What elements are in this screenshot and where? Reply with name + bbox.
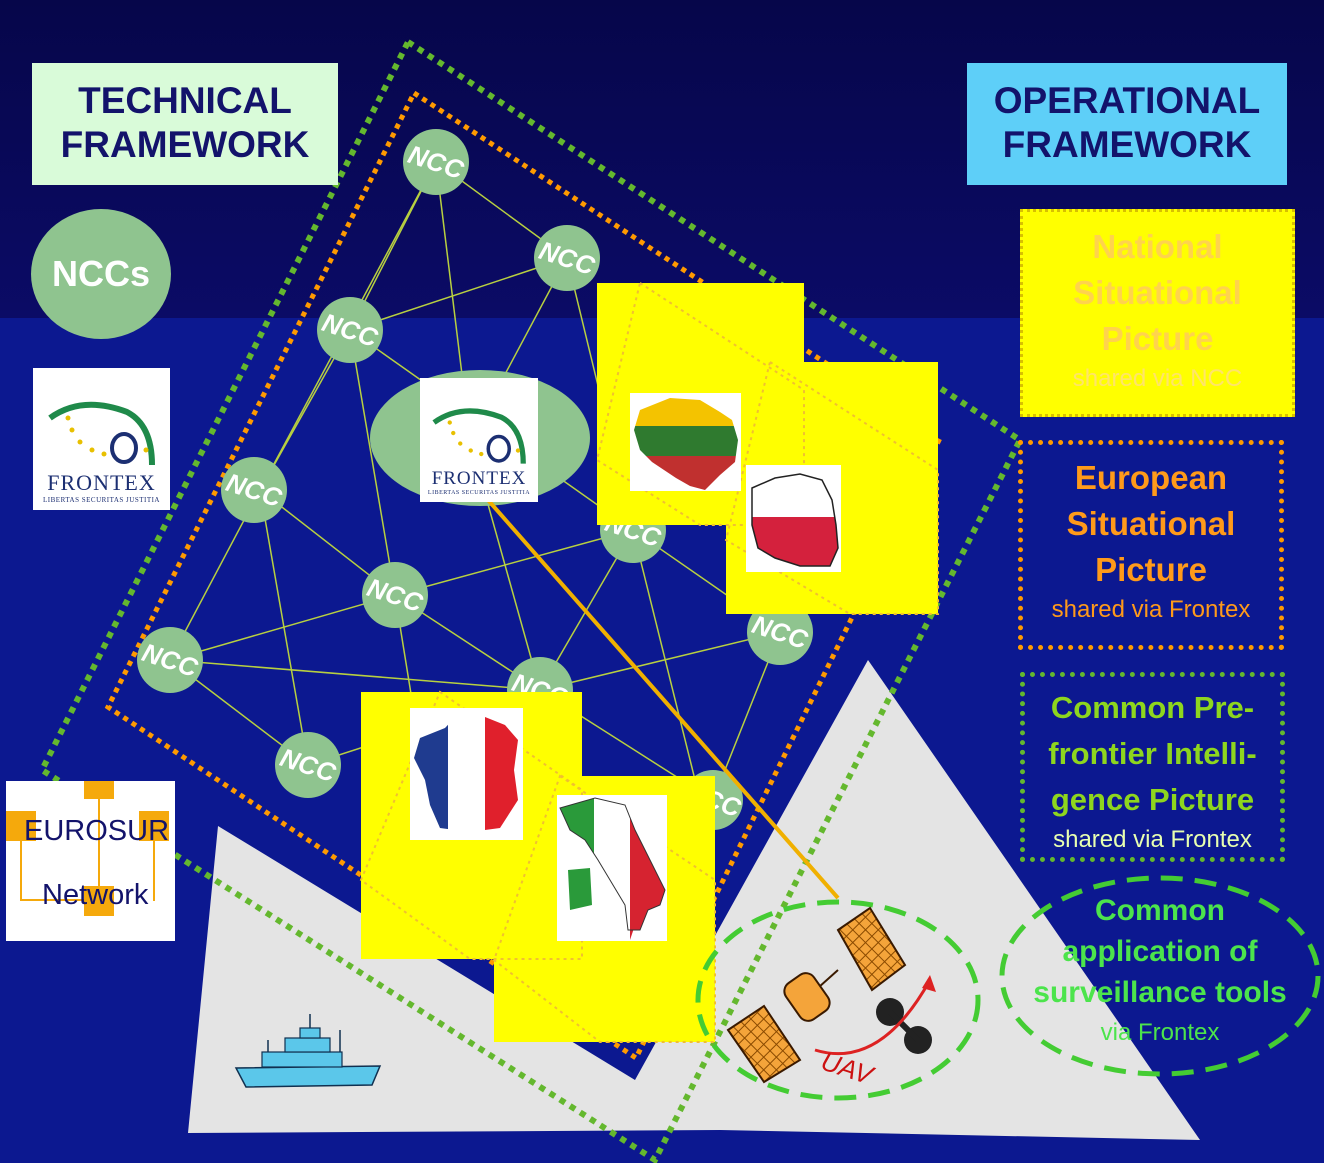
tools-ellipse [999,875,1321,1077]
eurosur-line [98,799,100,886]
italy-flag-map [557,795,667,941]
eurosur-square [84,781,114,799]
ncc-node [275,732,341,798]
legend-european-sub: shared via Frontex [1051,596,1251,623]
legend-european-line2: Situational [1066,505,1236,542]
ship-icon [234,1014,382,1088]
frontex-emblem [47,401,155,466]
ncc-node [221,457,287,523]
ncc-node [137,627,203,693]
coverage-area [188,660,1200,1140]
ncc-node [317,297,383,363]
frontex-logo-left: FRONTEX LIBERTAS SECURITAS JUSTITIA [33,368,170,510]
eurosur-line [20,899,85,901]
frontex-word: FRONTEX [47,470,156,495]
legend-common: Common Pre- frontier Intelli- gence Pict… [1020,672,1285,862]
legend-common-sub: shared via Frontex [1053,826,1252,853]
frontex-word: FRONTEX [431,468,527,489]
frontex-motto: LIBERTAS SECURITAS JUSTITIA [427,490,531,496]
technical-framework-box: TECHNICAL FRAMEWORK [32,63,338,185]
legend-national: National Situational Picture shared via … [1020,209,1295,417]
legend-national-sub: shared via NCC [1072,365,1243,392]
frontex-emblem [431,408,526,464]
ncc-node [362,562,428,628]
lithuania-flag-map [630,393,741,491]
eurosur-line [153,841,155,901]
frontex-link-line [486,498,840,900]
legend-tools-line2: application of [1062,935,1258,968]
france-flag-map [410,708,523,840]
operational-framework-line2: FRAMEWORK [1002,124,1252,165]
eurosur-line2: Network [42,879,149,911]
technical-framework-line1: TECHNICAL [78,80,292,121]
legend-european: European Situational Picture shared via … [1018,440,1284,650]
poland-flag-map [746,465,841,572]
nccs-label: NCCs [51,253,150,294]
satellite-icon [726,906,907,1084]
pre-frontier-frame [38,37,1024,1163]
legend-national-line1: National [1092,228,1223,265]
legend-common-line3: gence Picture [1050,782,1255,817]
legend-tools: Common application of surveillance tools… [1010,890,1310,1053]
eurosur-square [139,811,169,841]
operational-framework-box: OPERATIONAL FRAMEWORK [967,63,1287,185]
european-frame [104,89,944,1062]
operational-framework-line1: OPERATIONAL [993,80,1261,121]
legend-national-line2: Situational [1073,274,1242,311]
legend-tools-sub: via Frontex [1100,1019,1220,1046]
legend-national-line3: Picture [1101,320,1214,357]
legend-common-line2: frontier Intelli- [1048,736,1257,771]
eurosur-network-logo: EUROSUR Network [6,781,175,941]
legend-european-line3: Picture [1095,551,1207,588]
legend-european-line1: European [1074,459,1228,496]
ncc-node [747,599,813,665]
ncc-node [403,129,469,195]
eurosur-line [20,841,22,901]
legend-tools-line1: Common [1095,894,1225,927]
ncc-node [534,225,600,291]
frontex-logo-center: FRONTEX LIBERTAS SECURITAS JUSTITIA [420,378,538,502]
eurosur-line1: EUROSUR [24,815,170,847]
legend-tools-line3: surveillance tools [1033,976,1287,1009]
nccs-bubble: NCCs [31,209,171,339]
legend-common-line1: Common Pre- [1050,690,1255,725]
frontex-motto: LIBERTAS SECURITAS JUSTITIA [43,496,160,504]
technical-framework-line2: FRAMEWORK [60,124,310,165]
eurosur-square [6,811,36,841]
uav-icon [814,975,936,1056]
eurosur-square [84,886,114,916]
surveillance-ellipse [695,899,981,1101]
